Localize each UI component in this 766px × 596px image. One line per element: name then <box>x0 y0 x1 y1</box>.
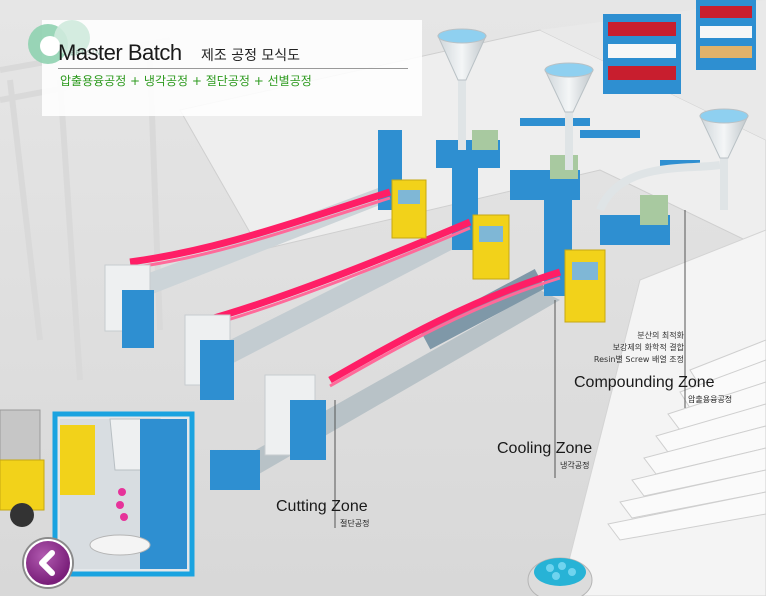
forklift <box>0 409 45 527</box>
cutting-zone-label: Cutting Zone <box>276 498 368 515</box>
hoppers <box>437 28 749 212</box>
leader-lines <box>334 210 686 528</box>
title-divider <box>58 68 408 69</box>
process-subtitle: 압출용융공정 + 냉각공정 + 절단공정 + 선별공정 <box>60 74 312 88</box>
page-title-suffix: 제조 공정 모식도 <box>201 48 301 64</box>
pellet-bowl <box>527 557 593 596</box>
compounding-note-1: 분산의 최적화 <box>637 331 684 340</box>
compounding-zone-sublabel: 압출용융공정 <box>688 395 733 404</box>
staircase <box>607 339 766 541</box>
compounding-notes: 분산의 최적화 보강제의 화학적 결합 Resin별 Screw 배열 조정 <box>566 330 684 366</box>
compounding-zone-label: Compounding Zone <box>574 374 715 391</box>
cooling-zone-sublabel: 냉각공정 <box>560 461 590 470</box>
page-title: Master Batch <box>58 40 182 65</box>
compounding-note-2: 보강제의 화학적 결합 <box>612 343 684 352</box>
cutting-closeup-inset <box>52 411 195 577</box>
logo-text: ERESIN <box>70 49 102 57</box>
production-line-1 <box>210 195 670 490</box>
chevron-left-icon <box>39 550 55 576</box>
cutting-zone-sublabel: 절단공정 <box>340 519 370 528</box>
back-button[interactable] <box>24 539 72 587</box>
compounding-note-3: Resin별 Screw 배열 조정 <box>593 355 684 364</box>
cooling-zone-label: Cooling Zone <box>497 440 593 457</box>
production-line-2 <box>184 155 580 400</box>
production-line-3 <box>104 130 500 348</box>
storage-shelves <box>603 0 756 94</box>
company-logo <box>28 20 90 64</box>
